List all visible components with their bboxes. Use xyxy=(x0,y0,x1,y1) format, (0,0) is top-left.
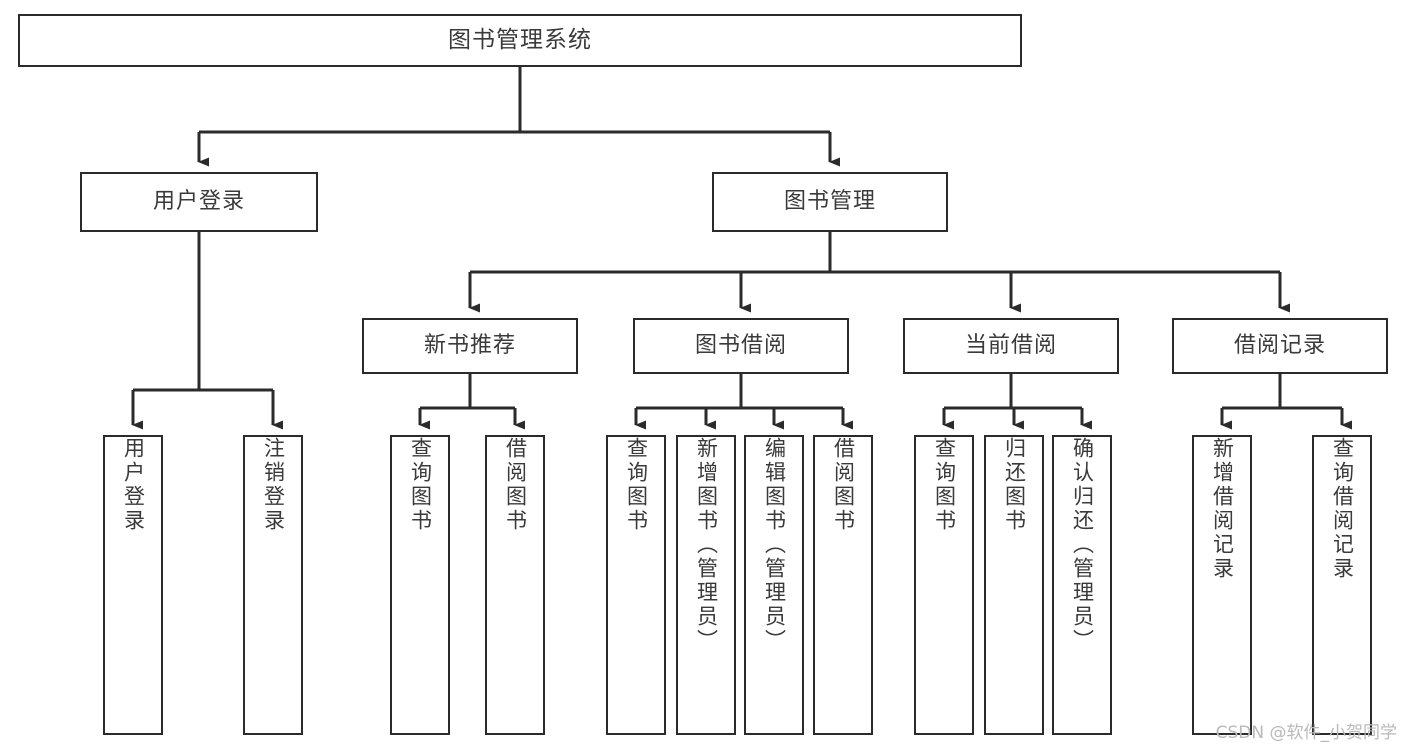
node-leaf-return-book[interactable]: 归还图书 xyxy=(984,435,1044,735)
node-leaf-query-book-2-label: 查询图书 xyxy=(624,437,649,533)
node-new-book-recommend-label: 新书推荐 xyxy=(423,333,516,359)
node-leaf-borrow-book-2-label: 借阅图书 xyxy=(831,437,856,533)
csdn-watermark: CSDN @软件_小贺同学 xyxy=(1215,723,1397,743)
node-leaf-query-book-3-label: 查询图书 xyxy=(932,437,957,533)
node-leaf-query-book-3[interactable]: 查询图书 xyxy=(914,435,974,735)
node-root[interactable]: 图书管理系统 xyxy=(18,14,1022,67)
node-book-borrow-label: 图书借阅 xyxy=(694,333,787,359)
node-leaf-edit-book[interactable]: 编辑图书（管理员） xyxy=(744,435,804,735)
node-book-borrow[interactable]: 图书借阅 xyxy=(633,318,849,374)
node-leaf-borrow-book-2[interactable]: 借阅图书 xyxy=(813,435,873,735)
node-user-login-label: 用户登录 xyxy=(152,189,245,215)
node-book-management-label: 图书管理 xyxy=(783,189,876,215)
node-leaf-borrow-book-1[interactable]: 借阅图书 xyxy=(485,435,545,735)
node-book-management[interactable]: 图书管理 xyxy=(712,172,948,232)
node-user-login[interactable]: 用户登录 xyxy=(80,172,318,232)
node-leaf-add-book[interactable]: 新增图书（管理员） xyxy=(676,435,736,735)
node-leaf-query-book-1[interactable]: 查询图书 xyxy=(390,435,450,735)
node-borrow-record-label: 借阅记录 xyxy=(1233,333,1326,359)
node-new-book-recommend[interactable]: 新书推荐 xyxy=(362,318,578,374)
node-leaf-add-record[interactable]: 新增借阅记录 xyxy=(1192,435,1252,735)
node-leaf-logout[interactable]: 注销登录 xyxy=(243,435,303,735)
node-leaf-edit-book-label: 编辑图书（管理员） xyxy=(762,437,787,653)
node-leaf-logout-label: 注销登录 xyxy=(261,437,286,533)
node-leaf-confirm-return-label: 确认归还（管理员） xyxy=(1070,437,1095,653)
node-borrow-record[interactable]: 借阅记录 xyxy=(1172,318,1388,374)
node-leaf-borrow-book-1-label: 借阅图书 xyxy=(503,437,528,533)
node-leaf-add-book-label: 新增图书（管理员） xyxy=(694,437,719,653)
node-leaf-query-record-label: 查询借阅记录 xyxy=(1330,437,1355,581)
node-root-label: 图书管理系统 xyxy=(448,27,592,54)
node-leaf-user-login-label: 用户登录 xyxy=(121,437,146,533)
node-leaf-query-book-1-label: 查询图书 xyxy=(408,437,433,533)
node-leaf-return-book-label: 归还图书 xyxy=(1002,437,1027,533)
node-leaf-confirm-return[interactable]: 确认归还（管理员） xyxy=(1052,435,1112,735)
node-leaf-user-login[interactable]: 用户登录 xyxy=(103,435,163,735)
node-leaf-query-book-2[interactable]: 查询图书 xyxy=(606,435,666,735)
node-leaf-add-record-label: 新增借阅记录 xyxy=(1210,437,1235,581)
node-leaf-query-record[interactable]: 查询借阅记录 xyxy=(1312,435,1372,735)
node-current-borrow[interactable]: 当前借阅 xyxy=(903,318,1119,374)
node-current-borrow-label: 当前借阅 xyxy=(964,333,1057,359)
